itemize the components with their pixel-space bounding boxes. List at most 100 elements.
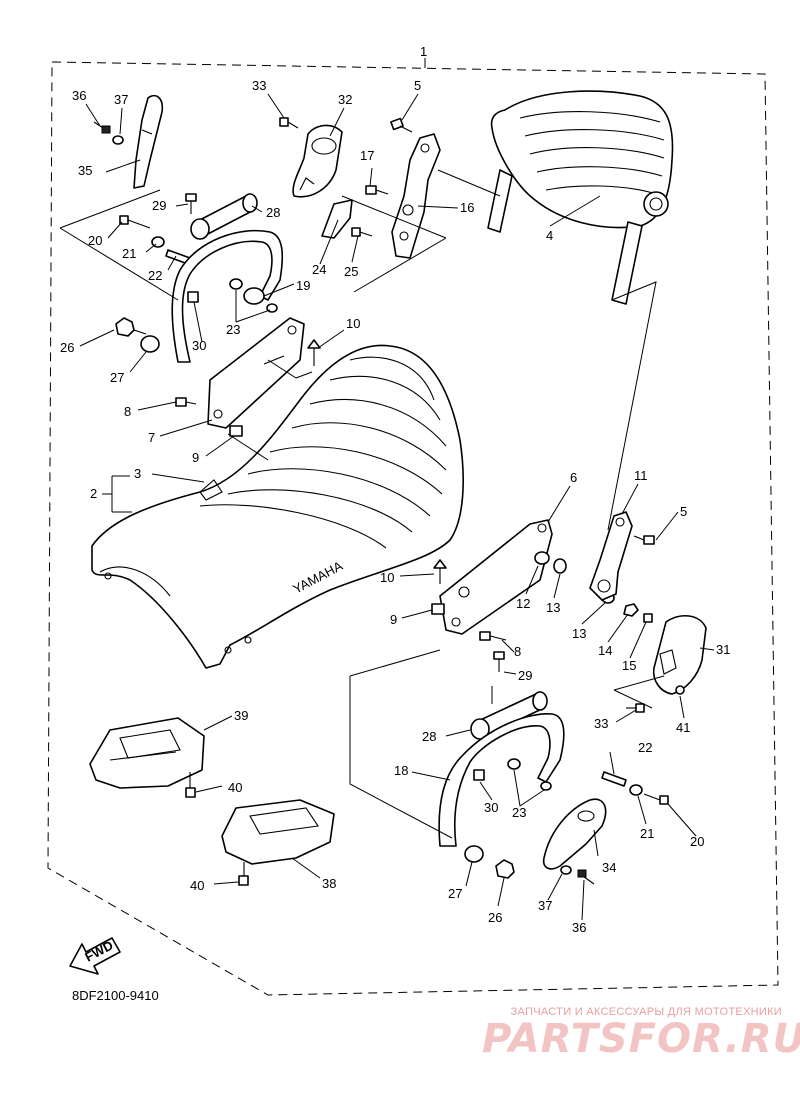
callout-38: 38 — [322, 876, 336, 891]
watermark-logo: PARTSFOR.RU — [482, 1016, 800, 1062]
watermark: ЗАПЧАСТИ И АКСЕССУАРЫ ДЛЯ МОТОТЕХНИКИ PA… — [482, 1006, 800, 1062]
callout-27-right: 27 — [448, 886, 462, 901]
callout-21: 21 — [122, 246, 136, 261]
callout-30: 30 — [192, 338, 206, 353]
knob-26-right — [495, 859, 515, 879]
spacer-30-left — [187, 291, 199, 303]
callout-22: 22 — [148, 268, 162, 283]
screw-33-right — [626, 703, 645, 713]
callout-37-right: 37 — [538, 898, 552, 913]
drawing-code: 8DF2100-9410 — [72, 988, 159, 1003]
callout-13: 13 — [546, 600, 560, 615]
callout-40-lower: 40 — [190, 878, 204, 893]
knob-26-left — [115, 317, 147, 337]
assembly-boundary — [47, 58, 779, 996]
callout-27: 27 — [110, 370, 124, 385]
spacer-30-right — [473, 769, 485, 781]
callout-36-right: 36 — [572, 920, 586, 935]
seat-bracket-6 — [439, 519, 553, 635]
bolt-5-top — [390, 117, 413, 133]
fwd-arrow-icon: FWD — [69, 937, 121, 975]
callout-36: 36 — [72, 88, 86, 103]
rivet-10-left — [307, 339, 321, 366]
screw-40-upper — [185, 772, 196, 798]
collar-27-right — [464, 845, 484, 863]
callout-17: 17 — [360, 148, 374, 163]
bolt-29-right — [493, 651, 505, 672]
callout-11: 11 — [634, 468, 648, 483]
screw-40-lower — [238, 862, 249, 886]
callout-10: 10 — [346, 316, 360, 331]
washer-37-right — [560, 865, 572, 875]
callout-9: 9 — [192, 450, 199, 465]
callout-26-right: 26 — [488, 910, 502, 925]
callout-20-right: 20 — [690, 834, 704, 849]
plate-34 — [542, 798, 607, 870]
grab-rail-18 — [438, 713, 565, 847]
callout-5: 5 — [414, 78, 421, 93]
stay-11 — [589, 511, 633, 601]
callout-4: 4 — [546, 228, 553, 243]
rivet-10-right — [433, 559, 447, 584]
leader-lines — [79, 93, 715, 921]
box-38 — [221, 799, 335, 865]
callout-28-right: 28 — [422, 729, 436, 744]
callout-14: 14 — [598, 643, 612, 658]
callout-33-right: 33 — [594, 716, 608, 731]
callout-28: 28 — [266, 205, 280, 220]
bolt-8-right — [479, 631, 507, 641]
callout-19: 19 — [296, 278, 310, 293]
assembly-number: 1 — [420, 44, 427, 59]
bolt-20-left — [119, 215, 151, 229]
washer-21-right — [629, 784, 643, 796]
bar-28-right — [470, 691, 548, 740]
callout-34: 34 — [602, 860, 616, 875]
bolt-36-top — [93, 121, 111, 134]
callout-9-right: 9 — [390, 612, 397, 627]
callout-22-right: 22 — [638, 740, 652, 755]
bracket-24 — [321, 199, 353, 239]
callout-15: 15 — [622, 658, 636, 673]
callout-8: 8 — [124, 404, 131, 419]
plate-35 — [133, 94, 164, 189]
bolt-29-top — [185, 193, 197, 214]
callout-6: 6 — [570, 470, 577, 485]
callout-2: 2 — [90, 486, 97, 501]
nut-15 — [643, 613, 653, 623]
callout-39: 39 — [234, 708, 248, 723]
callout-10-right: 10 — [380, 570, 394, 585]
callout-31: 31 — [716, 642, 730, 657]
grab-rail-19 — [171, 229, 284, 363]
callout-23-right: 23 — [512, 805, 526, 820]
seat-bracket-7 — [207, 317, 305, 429]
bolt-5-right — [633, 535, 655, 545]
callout-32: 32 — [338, 92, 352, 107]
callout-3: 3 — [134, 466, 141, 481]
callout-41: 41 — [676, 720, 690, 735]
bolt-20-right — [643, 793, 669, 805]
callout-labels: 1 36 37 35 33 32 5 17 16 4 29 28 20 21 2… — [60, 44, 730, 1003]
callout-12: 12 — [516, 596, 530, 611]
nut-9-left — [229, 425, 243, 437]
callout-26: 26 — [60, 340, 74, 355]
callout-23: 23 — [226, 322, 240, 337]
callout-40: 40 — [228, 780, 242, 795]
callout-29: 29 — [152, 198, 166, 213]
callout-30-right: 30 — [484, 800, 498, 815]
assembly-lines — [59, 169, 665, 839]
callout-25: 25 — [344, 264, 358, 279]
collar-27-left — [140, 335, 160, 353]
nut-9-right — [431, 603, 445, 615]
callout-8-right: 8 — [514, 644, 521, 659]
callout-7: 7 — [148, 430, 155, 445]
callout-20: 20 — [88, 233, 102, 248]
backrest-stay-16 — [391, 133, 441, 259]
callout-21-right: 21 — [640, 826, 654, 841]
screw-25 — [351, 227, 373, 237]
callout-13-lower: 13 — [572, 626, 586, 641]
bolt-8-left — [175, 397, 197, 407]
box-39 — [89, 717, 205, 789]
washer-37-top — [112, 135, 124, 145]
cover-32 — [292, 124, 343, 198]
